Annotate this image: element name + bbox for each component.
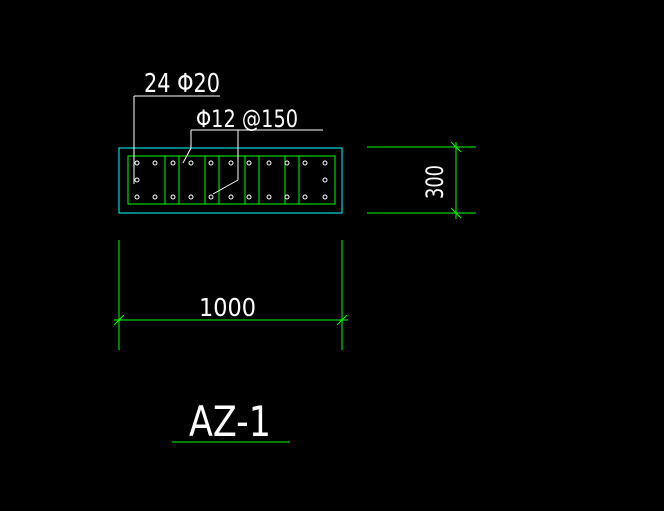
- rebar-8: [266, 160, 272, 166]
- height-tick-bottom: [450, 207, 462, 219]
- rebar-11: [322, 160, 328, 166]
- rebar-19: [266, 194, 272, 200]
- rebar-17: [228, 194, 234, 200]
- width-tick-left: [113, 314, 125, 326]
- rebar-21: [302, 194, 308, 200]
- width-tick-right: [336, 314, 348, 326]
- stirrup-leader: [182, 129, 323, 195]
- rebar-group: [134, 160, 328, 200]
- height-dimension-text: 300: [421, 165, 449, 199]
- tie-3: [244, 155, 260, 205]
- rebar-13: [152, 194, 158, 200]
- inner-ties: [164, 155, 300, 205]
- rebar-2: [152, 160, 158, 166]
- rebar-15: [188, 194, 194, 200]
- rebar-16: [208, 194, 214, 200]
- rebar-10: [302, 160, 308, 166]
- height-tick-top: [450, 141, 462, 153]
- element-title[interactable]: AZ-1: [189, 397, 271, 446]
- section-outline[interactable]: [118, 147, 343, 214]
- stirrup-label[interactable]: Φ12 @150: [196, 105, 298, 133]
- rebar-7: [246, 160, 252, 166]
- main-rebar-leader: [133, 95, 220, 184]
- tie-2: [204, 155, 220, 205]
- rebar-1: [134, 160, 140, 166]
- rebar-12: [134, 194, 140, 200]
- height-dimension[interactable]: [367, 141, 476, 219]
- rebar-24: [322, 177, 328, 183]
- rebar-4: [188, 160, 194, 166]
- rebar-22: [322, 194, 328, 200]
- main-rebar-label[interactable]: 24 Φ20: [144, 69, 220, 99]
- tie-4: [284, 155, 300, 205]
- width-dimension[interactable]: [113, 240, 348, 350]
- rebar-23: [134, 177, 140, 183]
- rebar-9: [284, 160, 290, 166]
- rebar-6: [228, 160, 234, 166]
- tie-1: [164, 155, 180, 205]
- rebar-18: [246, 194, 252, 200]
- outer-stirrup[interactable]: [127, 155, 336, 205]
- rebar-20: [284, 194, 290, 200]
- rebar-3: [170, 160, 176, 166]
- width-dimension-text: 1000: [199, 293, 256, 322]
- rebar-14: [170, 194, 176, 200]
- rebar-5: [208, 160, 214, 166]
